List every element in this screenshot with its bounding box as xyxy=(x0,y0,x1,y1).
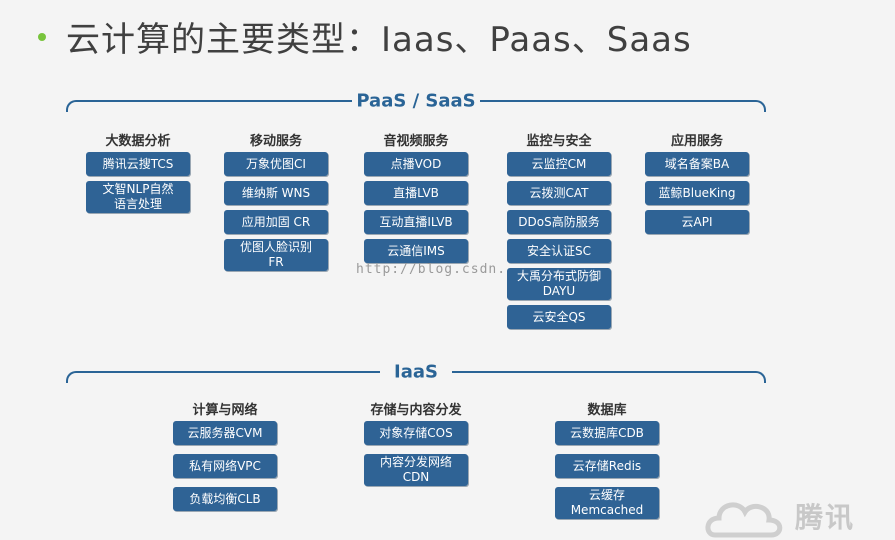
column-title: 存储与内容分发 xyxy=(370,403,462,418)
column-title: 音视频服务 xyxy=(383,134,449,149)
column-title: 应用服务 xyxy=(670,134,723,149)
column-security: 监控与安全 云监控CM 云拨测CAT DDoS高防服务 安全认证SC 大禹分布式… xyxy=(507,130,611,329)
watermark-url: http://blog.csdn. xyxy=(356,262,507,277)
slide-title: 云计算的主要类型：Iaas、Paas、Saas xyxy=(66,20,692,60)
iaas-label: IaaS xyxy=(394,361,438,383)
service-memcached[interactable]: 云缓存 Memcached xyxy=(555,487,659,519)
column-av: 音视频服务 点播VOD 直播LVB 互动直播ILVB 云通信IMS xyxy=(364,130,468,263)
paas-bracket xyxy=(66,100,766,112)
column-database: 数据库 云数据库CDB 云存储Redis 云缓存 Memcached xyxy=(555,399,659,519)
service-cvm[interactable]: 云服务器CVM xyxy=(173,421,277,445)
service-cdn[interactable]: 内容分发网络 CDN xyxy=(364,454,468,486)
service-sc[interactable]: 安全认证SC xyxy=(507,239,611,263)
service-ddos[interactable]: DDoS高防服务 xyxy=(507,210,611,234)
column-title: 移动服务 xyxy=(249,134,302,149)
service-redis[interactable]: 云存储Redis xyxy=(555,454,659,478)
service-cat[interactable]: 云拨测CAT xyxy=(507,181,611,205)
column-compute: 计算与网络 云服务器CVM 私有网络VPC 负载均衡CLB xyxy=(173,399,277,511)
iaas-bracket xyxy=(66,371,766,383)
service-cr[interactable]: 应用加固 CR xyxy=(224,210,328,234)
service-dayu[interactable]: 大禹分布式防御 DAYU xyxy=(507,268,611,300)
column-title: 计算与网络 xyxy=(192,403,258,418)
service-cos[interactable]: 对象存储COS xyxy=(364,421,468,445)
service-ci[interactable]: 万象优图CI xyxy=(224,152,328,176)
column-title: 数据库 xyxy=(587,403,627,418)
service-wns[interactable]: 维纳斯 WNS xyxy=(224,181,328,205)
service-nlp[interactable]: 文智NLP自然 语言处理 xyxy=(86,181,190,213)
service-vpc[interactable]: 私有网络VPC xyxy=(173,454,277,478)
service-blueking[interactable]: 蓝鲸BlueKing xyxy=(645,181,749,205)
title-row: 云计算的主要类型：Iaas、Paas、Saas xyxy=(38,12,692,61)
column-mobile: 移动服务 万象优图CI 维纳斯 WNS 应用加固 CR 优图人脸识别 FR xyxy=(224,130,328,271)
bullet-icon xyxy=(38,32,46,41)
column-title: 监控与安全 xyxy=(526,134,592,149)
service-vod[interactable]: 点播VOD xyxy=(364,152,468,176)
service-qs[interactable]: 云安全QS xyxy=(507,305,611,329)
paas-saas-label: PaaS / SaaS xyxy=(356,90,476,112)
service-fr[interactable]: 优图人脸识别 FR xyxy=(224,239,328,271)
service-ims[interactable]: 云通信IMS xyxy=(364,239,468,263)
logo-text: 腾讯 xyxy=(795,501,856,534)
column-big-data: 大数据分析 腾讯云搜TCS 文智NLP自然 语言处理 xyxy=(86,130,190,213)
service-tcs[interactable]: 腾讯云搜TCS xyxy=(86,152,190,176)
service-ilvb[interactable]: 互动直播ILVB xyxy=(364,210,468,234)
column-app: 应用服务 域名备案BA 蓝鲸BlueKing 云API xyxy=(645,130,749,234)
column-storage: 存储与内容分发 对象存储COS 内容分发网络 CDN xyxy=(364,399,468,486)
service-cdb[interactable]: 云数据库CDB xyxy=(555,421,659,445)
column-title: 大数据分析 xyxy=(105,134,171,149)
service-clb[interactable]: 负载均衡CLB xyxy=(173,487,277,511)
service-cm[interactable]: 云监控CM xyxy=(507,152,611,176)
service-ba[interactable]: 域名备案BA xyxy=(645,152,749,176)
service-lvb[interactable]: 直播LVB xyxy=(364,181,468,205)
cloud-logo-icon xyxy=(705,502,783,538)
service-api[interactable]: 云API xyxy=(645,210,749,234)
